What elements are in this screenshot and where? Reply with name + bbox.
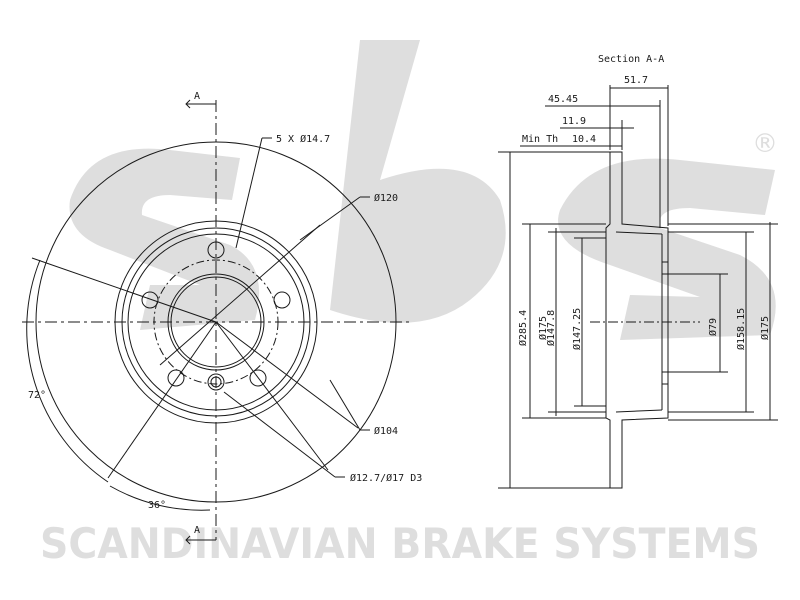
- bolt-holes: [141, 241, 291, 391]
- locating-hole-inner: [210, 376, 222, 388]
- bolt-hole: [167, 369, 185, 387]
- section-marker-bottom: A: [194, 525, 200, 536]
- dim-147-25: Ø147.25: [571, 308, 583, 350]
- dim-175-left: Ø175: [537, 316, 549, 340]
- bolt-hole: [249, 369, 267, 387]
- min-thickness-label: Min Th: [522, 134, 558, 145]
- dim-45-45: 45.45: [548, 94, 578, 105]
- bolt-holes-label: 5 X Ø14.7: [276, 133, 330, 145]
- center-bore: [170, 276, 262, 368]
- bolt-hole: [141, 291, 159, 309]
- angle-36-arc: [109, 485, 211, 511]
- front-view: [22, 99, 412, 545]
- section-marker-top: A: [194, 91, 200, 102]
- locating-hole: [207, 373, 225, 391]
- section-title: Section A-A: [598, 54, 664, 65]
- dim-79: Ø79: [707, 318, 719, 336]
- dim-158-15: Ø158.15: [735, 308, 747, 350]
- front-view-labels: A A 5 X Ø14.7 Ø120 Ø104 Ø12.7/Ø17 D3 72°…: [28, 91, 422, 536]
- bore-diameter-label: Ø104: [374, 425, 398, 437]
- hole-note-label: Ø12.7/Ø17 D3: [350, 472, 422, 484]
- bolt-hole: [207, 241, 225, 259]
- angle-72-label: 72°: [28, 390, 46, 401]
- dim-285-4: Ø285.4: [517, 310, 529, 346]
- disc-outer-circle: [35, 141, 397, 503]
- section-view-labels: Section A-A 51.7 45.45 11.9 Min Th 10.4 …: [517, 54, 771, 350]
- angle-36-label: 36°: [148, 500, 166, 511]
- hub-ring-2: [121, 227, 311, 417]
- center-bore-chamfer: [167, 273, 265, 371]
- bolt-circle: [153, 259, 279, 385]
- brand-tagline: SCANDINAVIAN BRAKE SYSTEMS: [40, 519, 760, 568]
- hub-ring-3: [127, 233, 305, 411]
- min-thickness-value: 10.4: [572, 134, 596, 145]
- section-view: [498, 85, 778, 489]
- dim-175-right: Ø175: [759, 316, 771, 340]
- angle-72-arc: [26, 259, 109, 483]
- dim-51-7: 51.7: [624, 75, 648, 86]
- registered-mark: ®: [752, 129, 778, 159]
- sbs-logo-watermark: [69, 40, 776, 340]
- disc-section-profile: [605, 151, 669, 489]
- hub-diameter-label: Ø120: [374, 192, 398, 204]
- dim-147-8: Ø147.8: [545, 310, 557, 346]
- bolt-hole: [273, 291, 291, 309]
- dim-11-9: 11.9: [562, 116, 586, 127]
- hub-outer-circle: [114, 220, 318, 424]
